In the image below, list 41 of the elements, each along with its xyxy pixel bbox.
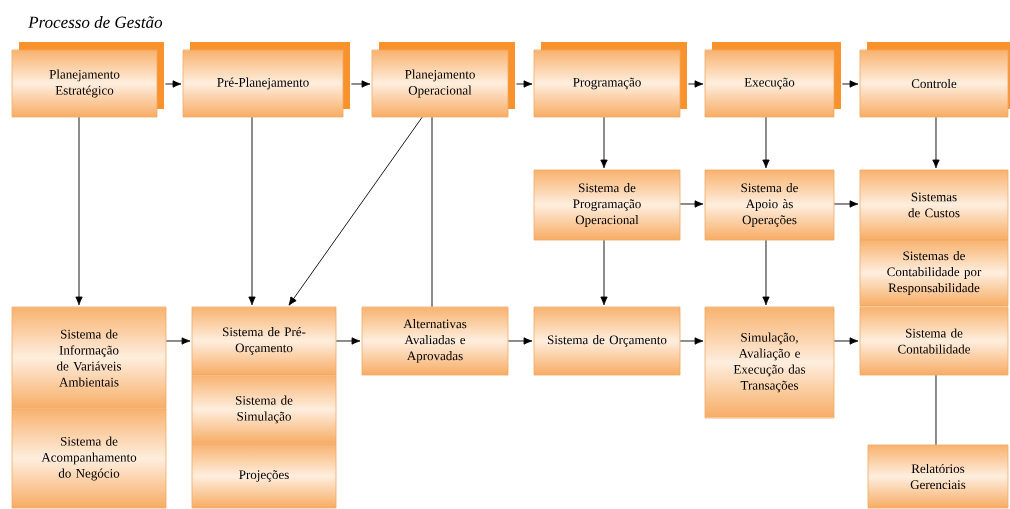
process-box: Execução	[704, 42, 841, 118]
process-box: Sistemas de Custos	[859, 169, 1009, 241]
arrow	[833, 337, 859, 345]
arrow	[335, 337, 361, 345]
arrow	[248, 116, 256, 306]
arrow	[165, 337, 191, 345]
process-box: Sistema de Orçamento	[533, 306, 681, 376]
process-box: Sistemas de Contabilidade por Responsabilidade	[859, 239, 1009, 307]
arrow	[679, 200, 704, 208]
process-box: Sistema de Simulação	[191, 374, 337, 445]
process-box: Sistema de Acompanhamento do Negócio	[11, 408, 167, 509]
process-box: Controle	[859, 42, 1010, 118]
arrow	[762, 239, 770, 306]
arrow	[288, 116, 423, 306]
process-box: Sistema de Programação Operacional	[533, 169, 681, 241]
arrow	[600, 239, 608, 306]
diagram-title: Processo de Gestão	[28, 16, 163, 28]
process-box: Projeções	[191, 443, 337, 509]
process-box: Alternativas Avaliadas e Aprovadas	[361, 306, 509, 376]
process-box: Sistema de Apoio às Operações	[704, 169, 835, 241]
process-box: Programação	[533, 42, 687, 118]
process-box: Sistema de Informação de Variáveis Ambientais	[11, 306, 167, 410]
process-box: Pré-Planejamento	[182, 42, 350, 118]
arrow	[350, 80, 371, 88]
arrow	[600, 116, 608, 169]
arrow	[164, 80, 182, 88]
process-box: Simulação, Avaliação e Execução das Transações	[704, 306, 835, 419]
process-box: Planejamento Operacional	[371, 42, 515, 118]
arrow	[507, 337, 533, 345]
process-box: Relatórios Gerenciais	[867, 444, 1009, 509]
process-box: Planejamento Estratégico	[11, 42, 164, 118]
process-box: Sistema de Pré-Orçamento	[191, 306, 337, 376]
arrow	[515, 80, 533, 88]
arrow	[679, 337, 704, 345]
arrow	[833, 200, 859, 208]
arrow	[687, 80, 704, 88]
arrow	[841, 80, 859, 88]
arrow	[932, 116, 940, 169]
arrow	[75, 116, 83, 306]
arrow	[762, 116, 770, 169]
process-box: Sistema de Contabilidade	[859, 306, 1009, 376]
